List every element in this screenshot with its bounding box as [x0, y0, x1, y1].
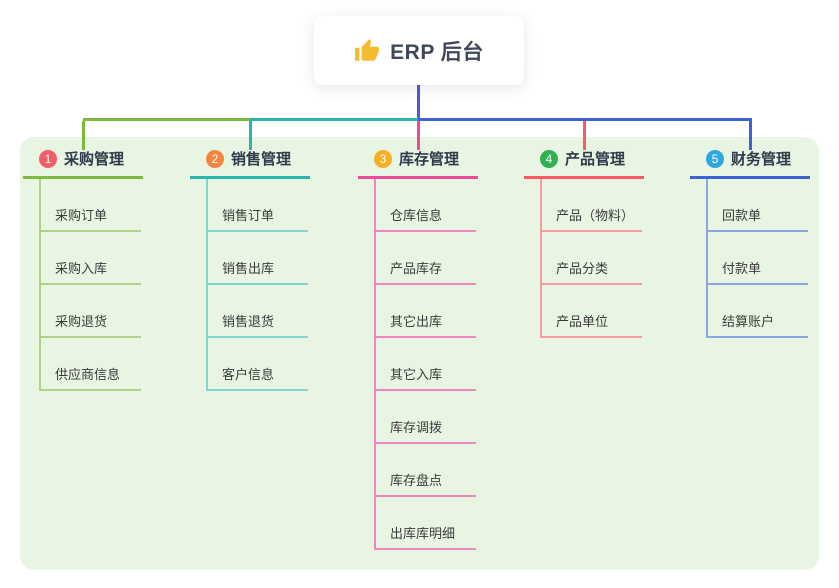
branch-header-4[interactable]: 4 产品管理 [524, 144, 644, 179]
child-node[interactable]: 产品（物料） [542, 179, 642, 232]
branch-5: 5 财务管理回款单付款单结算账户 [690, 144, 810, 338]
child-node[interactable]: 其它入库 [376, 338, 476, 391]
child-node[interactable]: 库存盘点 [376, 444, 476, 497]
root-node[interactable]: ERP 后台 [314, 16, 524, 85]
child-node[interactable]: 产品分类 [542, 232, 642, 285]
child-node[interactable]: 产品库存 [376, 232, 476, 285]
child-node[interactable]: 产品单位 [542, 285, 642, 338]
child-node[interactable]: 仓库信息 [376, 179, 476, 232]
branch-number-badge: 1 [39, 149, 57, 168]
branch-header-5[interactable]: 5 财务管理 [690, 144, 810, 179]
child-node[interactable]: 采购退货 [41, 285, 141, 338]
connector-horizontal-left [83, 118, 250, 121]
branch-label: 财务管理 [731, 151, 792, 168]
child-node[interactable]: 供应商信息 [41, 338, 141, 391]
branch-2: 2 销售管理销售订单销售出库销售退货客户信息 [190, 144, 310, 391]
connector-drop-3 [417, 121, 420, 150]
child-node[interactable]: 销售退货 [208, 285, 308, 338]
branch-label: 产品管理 [565, 151, 626, 168]
connector-horizontal-mid [250, 118, 418, 121]
child-node[interactable]: 采购入库 [41, 232, 141, 285]
connector-drop-4 [583, 121, 586, 150]
branch-header-3[interactable]: 3 库存管理 [358, 144, 478, 179]
branch-children: 采购订单采购入库采购退货供应商信息 [39, 179, 143, 391]
branch-label: 库存管理 [399, 151, 460, 168]
branch-children: 回款单付款单结算账户 [706, 179, 810, 338]
branch-children: 产品（物料）产品分类产品单位 [540, 179, 644, 338]
connector-horizontal-right [418, 118, 752, 121]
branch-3: 3 库存管理仓库信息产品库存其它出库其它入库库存调拨库存盘点出库库明细 [358, 144, 478, 550]
branch-header-1[interactable]: 1 采购管理 [23, 144, 143, 179]
branch-number-badge: 2 [206, 149, 224, 168]
branch-label: 销售管理 [231, 151, 292, 168]
child-node[interactable]: 销售出库 [208, 232, 308, 285]
branch-header-2[interactable]: 2 销售管理 [190, 144, 310, 179]
branch-1: 1 采购管理采购订单采购入库采购退货供应商信息 [23, 144, 143, 391]
root-connector-line [417, 85, 420, 121]
branch-children: 仓库信息产品库存其它出库其它入库库存调拨库存盘点出库库明细 [374, 179, 478, 550]
child-node[interactable]: 客户信息 [208, 338, 308, 391]
branch-number-badge: 4 [540, 149, 558, 168]
child-node[interactable]: 回款单 [708, 179, 808, 232]
thumbs-up-icon [354, 38, 380, 64]
child-node[interactable]: 销售订单 [208, 179, 308, 232]
branch-number-badge: 3 [374, 149, 392, 168]
branches-panel [20, 137, 819, 570]
child-node[interactable]: 其它出库 [376, 285, 476, 338]
connector-drop-2 [249, 121, 252, 150]
branch-children: 销售订单销售出库销售退货客户信息 [206, 179, 310, 391]
connector-drop-5 [749, 121, 752, 150]
child-node[interactable]: 采购订单 [41, 179, 141, 232]
connector-drop-1 [82, 121, 85, 150]
root-title: ERP 后台 [390, 40, 484, 64]
child-node[interactable]: 库存调拨 [376, 391, 476, 444]
child-node[interactable]: 结算账户 [708, 285, 808, 338]
branch-number-badge: 5 [706, 149, 724, 168]
branch-label: 采购管理 [64, 151, 125, 168]
child-node[interactable]: 付款单 [708, 232, 808, 285]
branch-4: 4 产品管理产品（物料）产品分类产品单位 [524, 144, 644, 338]
child-node[interactable]: 出库库明细 [376, 497, 476, 550]
